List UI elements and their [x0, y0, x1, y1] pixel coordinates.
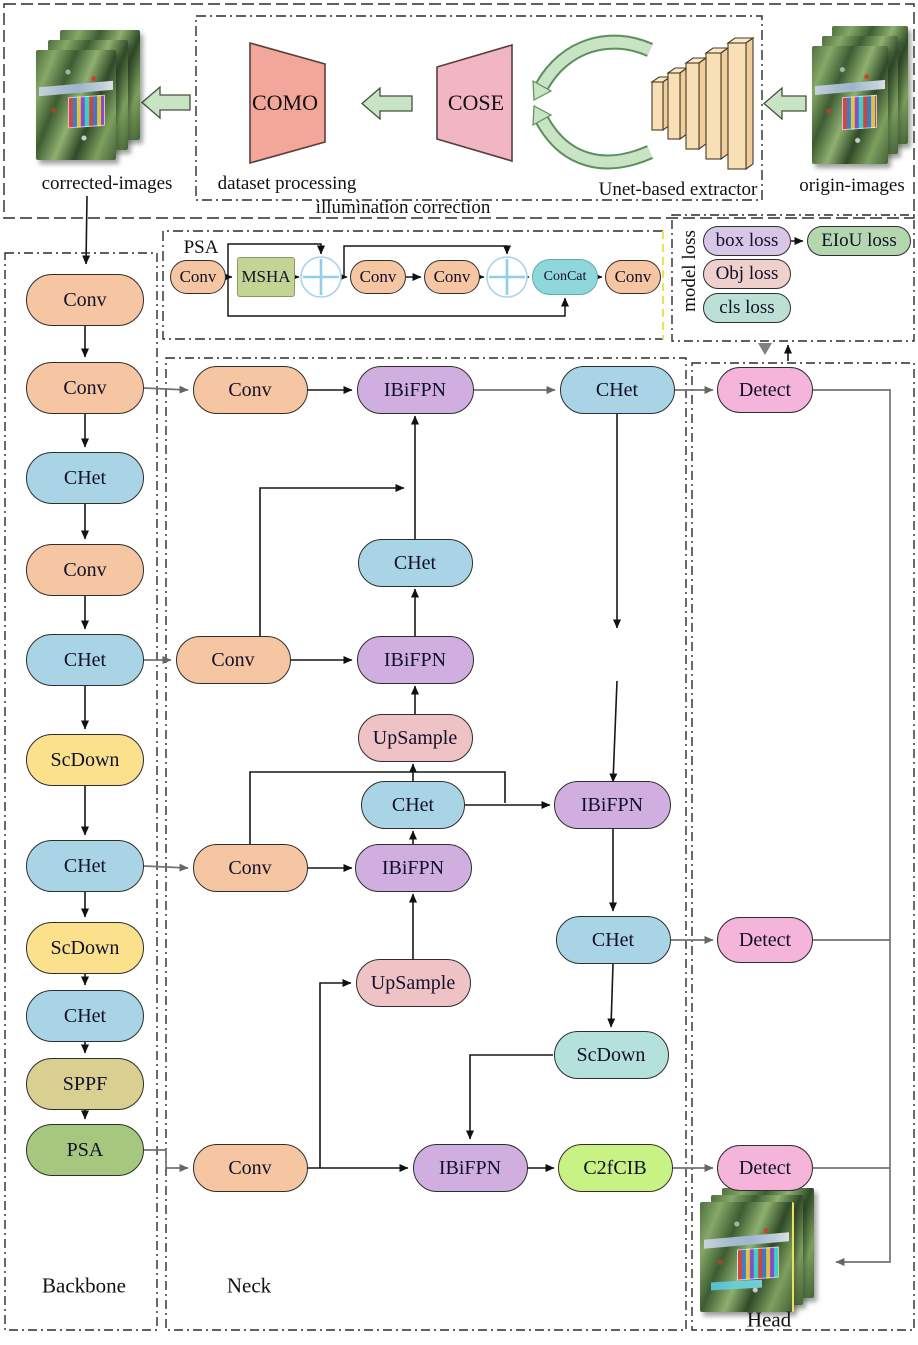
node-conv: Conv [424, 260, 480, 294]
node-conv: Conv [26, 544, 144, 596]
node-chet: CHet [357, 539, 473, 587]
node-chet: CHet [26, 990, 144, 1042]
node-conv: Conv [192, 1144, 308, 1192]
node-conv: Conv [170, 260, 226, 294]
cose-trapezoid [436, 43, 513, 163]
node-psa: PSA [26, 1124, 144, 1176]
node-ibifpn: IBiFPN [354, 844, 472, 892]
node-scdown: ScDown [26, 922, 144, 974]
node-ibifpn: IBiFPN [553, 781, 671, 829]
arrow-to-corrected-images [141, 85, 191, 120]
illumination-correction-label: illumination correction [315, 197, 491, 218]
neck-section-label: Neck [226, 1273, 272, 1298]
node-chet: CHet [26, 840, 144, 892]
arrow-origin-to-extractor [763, 86, 807, 121]
dataset-processing-label: dataset processing [217, 173, 357, 194]
node-c2fcib: C2fCIB [557, 1144, 673, 1192]
corrected-images-label: corrected-images [41, 173, 173, 194]
head-section-label: Head [746, 1307, 792, 1332]
node-chet: CHet [361, 781, 465, 829]
node-ibifpn: IBiFPN [356, 636, 474, 684]
backbone-section-label: Backbone [42, 1273, 126, 1298]
node-conv: Conv [605, 260, 661, 294]
node-cls-loss: cls loss [703, 293, 791, 323]
node-box-loss: box loss [703, 226, 791, 256]
flow-arrows [81, 195, 792, 1172]
corrected-images-stack [36, 30, 142, 172]
node-scdown: ScDown [26, 734, 144, 786]
unet-extractor-icon [650, 36, 755, 171]
node-upsample: UpSample [355, 959, 471, 1007]
green-block-arrows [141, 85, 807, 121]
add-icon [300, 256, 528, 298]
node-obj-loss: Obj loss [703, 259, 791, 289]
node-ibifpn: IBiFPN [412, 1144, 528, 1192]
node-concat: ConCat [532, 259, 598, 295]
node-conv: Conv [192, 844, 308, 892]
node-eiou-loss: EIoU loss [807, 226, 911, 256]
node-detect: Detect [717, 367, 813, 413]
node-conv: Conv [192, 366, 308, 414]
psa-detail-title: PSA [183, 237, 219, 258]
node-conv: Conv [26, 362, 144, 414]
node-conv: Conv [26, 274, 144, 326]
section-borders [3, 3, 915, 1331]
gray-connectors [143, 385, 891, 1266]
curved-arrows [532, 34, 654, 170]
model-loss-title: model loss [679, 230, 700, 312]
node-sppf: SPPF [26, 1058, 144, 1110]
como-label: COMO [251, 90, 319, 115]
node-chet: CHet [26, 452, 144, 504]
node-scdown: ScDown [553, 1031, 669, 1079]
cose-label: COSE [447, 90, 505, 115]
node-chet: CHet [26, 634, 144, 686]
psa-detail-arrows [223, 237, 804, 317]
node-chet: CHet [559, 366, 675, 414]
arrow-cose-to-como [361, 86, 413, 121]
node-chet: CHet [555, 916, 671, 964]
origin-images-label: origin-images [799, 175, 905, 196]
node-detect: Detect [717, 917, 813, 963]
result-images-stack [700, 1188, 820, 1316]
node-detect: Detect [717, 1145, 813, 1191]
origin-images-stack [812, 26, 912, 176]
node-upsample: UpSample [357, 714, 473, 762]
node-conv: Conv [350, 260, 406, 294]
unet-extractor-label: Unet-based extractor [598, 179, 758, 200]
node-ibifpn: IBiFPN [356, 366, 474, 414]
node-msha: MSHA [237, 257, 295, 297]
como-trapezoid [249, 41, 326, 165]
node-conv: Conv [175, 636, 291, 684]
